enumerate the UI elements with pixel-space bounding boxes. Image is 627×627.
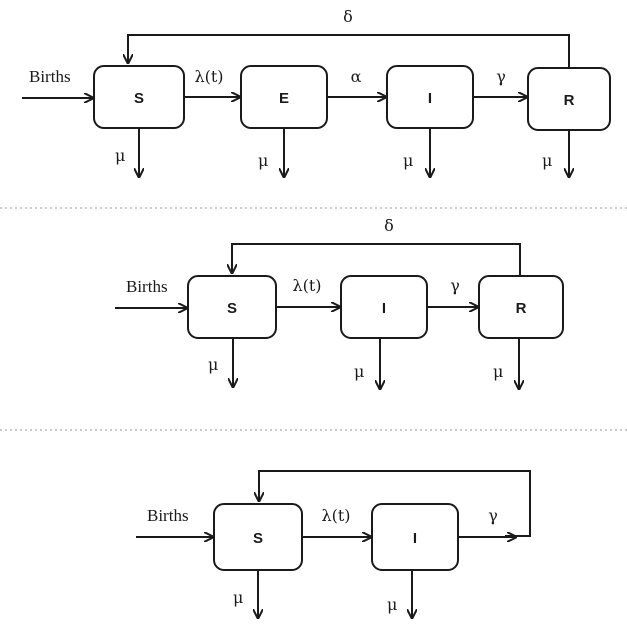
sirs-compartment-i-label: I [382, 300, 386, 317]
seir-transition-s-e-label: λ(t) [194, 67, 223, 86]
sis-death-label-i: μ [387, 595, 397, 614]
sis-compartment-i-label: I [413, 530, 417, 547]
seir-compartment-s-label: S [134, 90, 144, 107]
sirs-compartment-r [478, 275, 564, 339]
sirs-diagram: δ Births S I R λ(t) γ μ μ μ [115, 216, 564, 388]
seir-death-label-e: μ [258, 151, 268, 170]
seir-diagram: δ Births S E I R λ(t) α γ μ μ μ μ [22, 7, 611, 176]
sis-compartment-s-label: S [253, 530, 263, 547]
seir-death-label-i: μ [403, 151, 413, 170]
sirs-death-label-s: μ [208, 355, 218, 374]
seir-death-label-r: μ [542, 151, 552, 170]
seir-transition-e-i-label: α [351, 67, 362, 86]
sis-feedback-arrow [259, 470, 531, 537]
sis-transition-i-s-label: γ [488, 506, 498, 525]
seir-compartment-r-label: R [564, 92, 575, 109]
seir-transition-i-r-label: γ [496, 67, 506, 86]
sirs-compartment-s-label: S [227, 300, 237, 317]
sirs-feedback-label: δ [384, 216, 394, 235]
sis-births-label: Births [147, 506, 189, 525]
seir-births-label: Births [29, 67, 71, 86]
seir-feedback-arrow [128, 34, 570, 68]
sirs-transition-s-i-label: λ(t) [292, 276, 321, 295]
seir-compartment-i-label: I [428, 90, 432, 107]
sirs-death-label-r: μ [493, 362, 503, 381]
sirs-death-label-i: μ [354, 362, 364, 381]
seir-compartment-e-label: E [279, 90, 289, 107]
sis-diagram: Births S I λ(t) γ μ μ [136, 470, 531, 617]
seir-feedback-label: δ [343, 7, 353, 26]
sis-transition-s-i-label: λ(t) [321, 506, 350, 525]
sirs-transition-i-r-label: γ [450, 276, 460, 295]
seir-death-label-s: μ [115, 146, 125, 165]
sirs-births-label: Births [126, 277, 168, 296]
sis-death-label-s: μ [233, 588, 243, 607]
sirs-feedback-arrow [232, 243, 521, 276]
sirs-compartment-r-label: R [516, 300, 527, 317]
